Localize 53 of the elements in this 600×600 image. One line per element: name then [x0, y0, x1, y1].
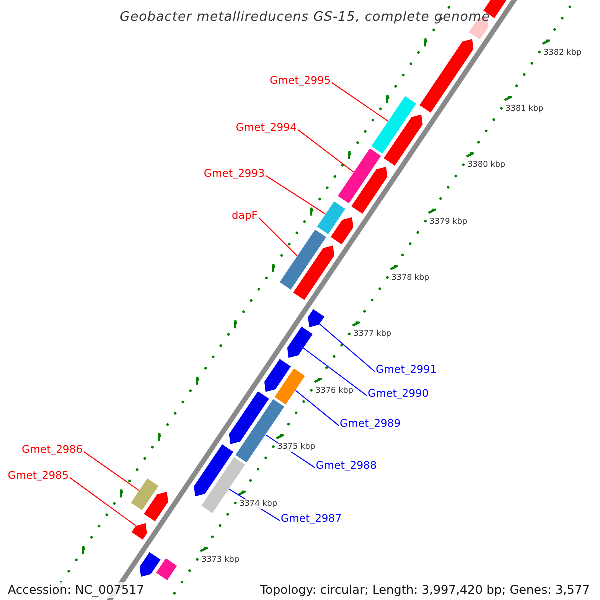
- gene-block: [194, 444, 234, 498]
- gene-block: [370, 96, 418, 155]
- gene-block: [337, 148, 382, 204]
- gene-block: [264, 358, 292, 393]
- position-label: 3378 kbp: [392, 273, 430, 284]
- position-label: 3380 kbp: [468, 160, 506, 170]
- leader-line: [332, 82, 389, 122]
- info-text: Topology: circular; Length: 3,997,420 bp; Genes: 3,577: [258, 582, 592, 598]
- gene-block: [383, 114, 424, 167]
- gene-label: Gmet_2986: [22, 444, 83, 457]
- gene-block: [274, 368, 306, 406]
- gene-block: [131, 522, 148, 541]
- position-label: 3373 kbp: [202, 554, 240, 565]
- gene-block: [292, 244, 336, 302]
- info-text: Accession: NC_007517: [6, 582, 146, 598]
- leader-line: [298, 129, 354, 173]
- gene-block: [418, 38, 474, 114]
- gene-block: [330, 216, 354, 246]
- gene-block: [279, 229, 328, 291]
- position-label: 3377 kbp: [354, 329, 392, 340]
- gene-label: Gmet_2987: [281, 513, 342, 526]
- gene-block: [139, 552, 162, 578]
- gene-label: Gmet_2991: [376, 364, 437, 377]
- gene-block: [308, 308, 326, 328]
- gene-label: Gmet_2990: [368, 388, 429, 401]
- title: Geobacter metallireducens GS-15, complete genome: [120, 9, 490, 27]
- gene-block: [130, 478, 160, 512]
- leader-line: [70, 477, 136, 526]
- leader-line: [258, 217, 298, 256]
- leader-line: [320, 324, 376, 372]
- gene-block: [143, 491, 170, 522]
- position-label: 3379 kbp: [430, 216, 468, 227]
- position-label: 3382 kbp: [544, 48, 582, 58]
- gene-label: Gmet_2988: [316, 460, 377, 473]
- gene-block: [228, 390, 270, 446]
- position-label: 3374 kbp: [240, 498, 278, 509]
- gene-block: [316, 200, 346, 236]
- gene-block: [155, 558, 178, 582]
- gene-label: Gmet_2989: [340, 418, 401, 431]
- leader-line: [295, 390, 340, 426]
- gene-block: [350, 166, 388, 215]
- position-label: 3381 kbp: [506, 104, 544, 114]
- leader-line: [266, 175, 326, 215]
- gene-label: Gmet_2995: [270, 75, 331, 88]
- gene-label: dapF: [232, 210, 258, 223]
- leader-line: [84, 451, 140, 492]
- gene-label: Gmet_2985: [8, 470, 69, 483]
- gene-block: [286, 326, 314, 359]
- gene-label: Gmet_2993: [204, 168, 265, 181]
- position-label: 3375 kbp: [278, 442, 316, 452]
- leader-line: [303, 348, 368, 396]
- position-label: 3376 kbp: [316, 386, 354, 396]
- gene-label: Gmet_2994: [236, 122, 297, 135]
